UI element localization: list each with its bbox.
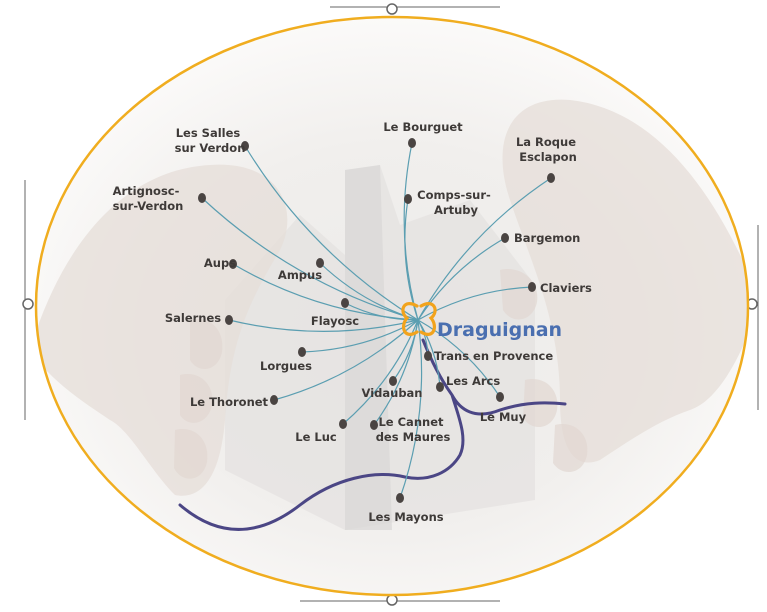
town-dot-salernes: [225, 315, 233, 325]
town-dot-bargemon: [501, 233, 509, 243]
town-label-le-cannet: Le Cannet des Maures: [376, 415, 451, 444]
town-labels: Les Salles sur Verdon Le Bourguet La Roq…: [113, 120, 592, 524]
town-dot-le-luc: [339, 419, 347, 429]
town-label-artignosc: Artignosc- sur-Verdon: [113, 184, 184, 213]
town-label-bargemon: Bargemon: [514, 231, 580, 245]
spoke-lorgues: [301, 319, 419, 353]
town-label-lorgues: Lorgues: [260, 359, 312, 373]
town-dot-trans: [424, 351, 432, 361]
town-label-le-muy: Le Muy: [480, 410, 527, 424]
town-label-flayosc: Flayosc: [311, 314, 359, 328]
town-label-claviers: Claviers: [540, 281, 592, 295]
resize-handle-left[interactable]: [22, 298, 34, 310]
town-label-vidauban: Vidauban: [362, 386, 423, 400]
spoke-flayosc: [344, 302, 419, 321]
spoke-salernes: [228, 319, 419, 332]
town-dot-lorgues: [298, 347, 306, 357]
route-line: [178, 338, 567, 531]
town-dot-la-roque: [547, 173, 555, 183]
oval-frame: [34, 15, 750, 597]
town-label-les-mayons: Les Mayons: [368, 510, 443, 524]
town-label-aups: Aups: [204, 256, 236, 270]
spoke-le-muy: [417, 319, 501, 398]
town-dot-comps: [404, 194, 412, 204]
town-dot-le-cannet: [370, 420, 378, 430]
spoke-le-bourguet: [403, 142, 419, 321]
spoke-les-salles: [244, 145, 419, 321]
spoke-artignosc: [201, 197, 419, 321]
selection-handles: [22, 3, 759, 606]
town-dot-les-arcs: [436, 382, 444, 392]
town-dot-le-muy: [496, 392, 504, 402]
town-label-les-salles: Les Salles sur Verdon: [175, 126, 246, 155]
town-label-le-bourguet: Le Bourguet: [383, 120, 463, 134]
spoke-comps: [404, 198, 419, 321]
town-label-ampus: Ampus: [278, 268, 322, 282]
town-dot-flayosc: [341, 298, 349, 308]
spoke-bargemon: [417, 237, 506, 321]
town-dot-aups: [229, 259, 237, 269]
town-dot-vidauban: [389, 376, 397, 386]
town-label-le-thoronet: Le Thoronet: [190, 395, 269, 409]
town-label-comps: Comps-sur- Artuby: [417, 188, 495, 217]
town-dots: [198, 138, 555, 503]
town-dot-les-mayons: [396, 493, 404, 503]
town-dot-claviers: [528, 282, 536, 292]
spoke-les-mayons: [399, 319, 423, 499]
spoke-claviers: [417, 286, 533, 321]
spoke-le-thoronet: [273, 319, 419, 401]
town-label-salernes: Salernes: [165, 311, 221, 325]
town-label-les-arcs: Les Arcs: [446, 374, 500, 388]
town-dot-ampus: [316, 258, 324, 268]
draguignan-logo-icon: [401, 302, 437, 336]
spoke-la-roque: [417, 177, 552, 321]
hub-draguignan: Draguignan: [401, 302, 562, 341]
town-dot-artignosc: [198, 193, 206, 203]
resize-handle-bottom[interactable]: [386, 594, 398, 606]
hub-label: Draguignan: [437, 319, 562, 341]
town-dot-le-bourguet: [408, 138, 416, 148]
oval-background: [36, 17, 748, 595]
spoke-les-arcs: [417, 319, 441, 388]
resize-handle-top[interactable]: [386, 3, 398, 15]
hands-house-illustration: [36, 99, 748, 530]
town-dot-le-thoronet: [270, 395, 278, 405]
town-label-la-roque: La Roque Esclapon: [516, 135, 580, 164]
town-label-le-luc: Le Luc: [295, 430, 337, 444]
town-label-trans: Trans en Provence: [434, 349, 553, 363]
town-dot-les-salles: [241, 141, 249, 151]
connection-lines: [201, 142, 552, 499]
